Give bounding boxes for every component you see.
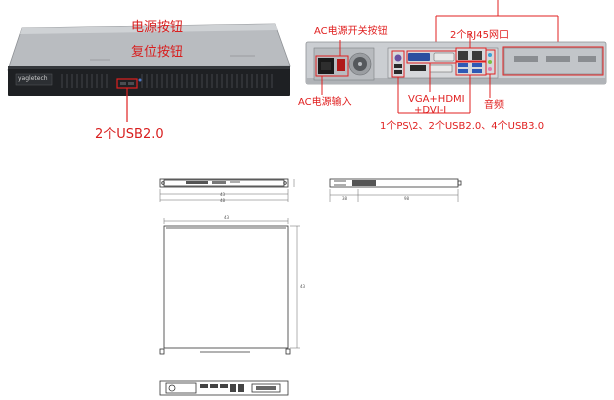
front-view-drawing (159, 178, 295, 202)
ac-switch-label: AC电源开关按钮 (314, 26, 388, 37)
dim-front-outer: 48 (220, 198, 226, 203)
side-view-drawing (329, 178, 462, 202)
video-label: VGA+HDMI (408, 94, 465, 105)
dim-top-width: 43 (224, 215, 230, 220)
power-button-label: 电源按钮 (131, 20, 184, 35)
audio-label: 音频 (484, 100, 504, 111)
rj45-label: 2个RJ45网口 (450, 30, 509, 41)
dim-top-depth: 43 (300, 284, 306, 289)
dim-side-b: 98 (404, 196, 410, 201)
rear-view-drawing (159, 380, 289, 396)
top-view-drawing (159, 218, 300, 355)
ac-input-label: AC电源输入 (298, 97, 352, 108)
dim-side-a: 38 (342, 196, 348, 201)
io-summary-label: 1个PS\2、2个USB2.0、4个USB3.0 (380, 121, 545, 132)
front-usb-label: 2个USB2.0 (95, 127, 164, 142)
dim-front-inner: 43 (220, 192, 226, 197)
reset-button-label: 复位按钮 (131, 45, 184, 60)
dvi-label: +DVI-I (414, 105, 447, 116)
brand-logo: yagletech (18, 75, 48, 82)
